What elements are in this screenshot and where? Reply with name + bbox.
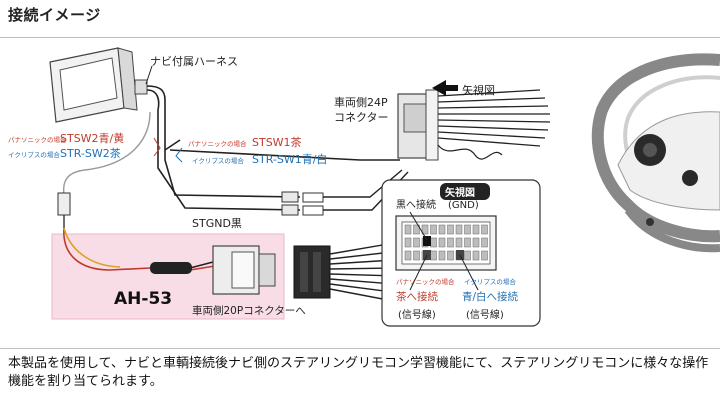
connector-pin (447, 224, 454, 235)
navi-unit (49, 47, 148, 123)
car-24p-connector (397, 89, 551, 161)
eclipse-prefix-inset: イクリプスの場合 (464, 277, 516, 286)
connector-pin (447, 250, 454, 261)
car-20p-label: 車両側20Pコネクターへ (192, 304, 306, 317)
inset-connector-face (395, 215, 497, 271)
connector-pin (438, 250, 446, 261)
eclipse-prefix-mid: イクリプスの場合 (192, 156, 244, 165)
panasonic-prefix-inset: パナソニックの場合 (396, 277, 455, 286)
page-title: 接続イメージ (8, 6, 101, 24)
stgnd-connectors (281, 169, 409, 216)
gnd-label: (GND) (448, 200, 479, 211)
harness-label-leader (145, 65, 153, 85)
harness-wires (146, 85, 400, 211)
connector-pin (464, 250, 471, 261)
connector-pin (472, 237, 480, 248)
black-to-label: 黒へ接続 (396, 198, 436, 211)
panasonic-stsw2-label: STSW2青/黄 (60, 131, 124, 145)
panasonic-prefix-mid: パナソニックの場合 (188, 139, 247, 148)
model-label: AH-53 (114, 289, 172, 309)
connector-pin (430, 250, 437, 261)
eclipse-strsw2-label: STR-SW2茶 (60, 147, 121, 160)
view-arrow-label: 矢視図 (462, 83, 495, 97)
eclipse-prefix-left: イクリプスの場合 (8, 150, 60, 159)
stgnd-label: STGND黒 (192, 217, 242, 230)
grey-wire (62, 111, 151, 196)
connector-pin (481, 250, 488, 261)
connector-pin (472, 224, 480, 235)
description-divider (0, 348, 720, 349)
inline-plug (57, 192, 71, 216)
callout-brackets (153, 137, 183, 163)
connector-pin (447, 237, 454, 248)
connector-pin (464, 237, 471, 248)
connector-pin (455, 237, 463, 248)
car-24p-label-1: 車両側24P (334, 95, 388, 109)
connector-pin (404, 237, 412, 248)
eclipse-strsw1-label: STR-SW1青/白 (252, 152, 327, 166)
connector-pin (413, 237, 420, 248)
connector-pin (413, 250, 420, 261)
signal-right-label: (信号線) (466, 308, 504, 321)
title-divider (0, 37, 720, 38)
connector-pin (438, 237, 446, 248)
connector-pin (455, 224, 463, 235)
car-24p-label-2: コネクター (334, 111, 389, 124)
connector-pin (413, 224, 420, 235)
connector-pin (430, 224, 437, 235)
connector-pin (430, 237, 437, 248)
steering-wheel-illustration (591, 53, 720, 253)
connector-pin (472, 250, 480, 261)
panasonic-stsw1-label: STSW1茶 (252, 136, 302, 149)
connector-pin (438, 224, 446, 235)
brown-to-label: 茶へ接続 (396, 290, 438, 303)
connector-pin (481, 237, 488, 248)
harness-label: ナビ付属ハーネス (150, 55, 238, 68)
panasonic-prefix-left: パナソニックの場合 (8, 135, 67, 144)
inset-title: 矢視図 (445, 186, 475, 199)
signal-left-label: (信号線) (398, 308, 436, 321)
inset-leaders (409, 211, 479, 291)
connector-pin (481, 224, 488, 235)
connector-pin (464, 224, 471, 235)
blue-white-to-label: 青/白へ接続 (462, 290, 519, 303)
inline-fuse (150, 262, 192, 274)
view-arrow-icon (432, 80, 458, 96)
car-20p-connector (293, 243, 396, 301)
ah53-connector (212, 245, 276, 295)
connector-pin (404, 250, 412, 261)
connector-pin (404, 224, 412, 235)
inset-title-bg (440, 183, 490, 200)
description-text: 本製品を使用して、ナビと車輌接続後ナビ側のステアリングリモコン学習機能にて、ステ… (8, 356, 709, 389)
connector-pin (421, 224, 429, 235)
